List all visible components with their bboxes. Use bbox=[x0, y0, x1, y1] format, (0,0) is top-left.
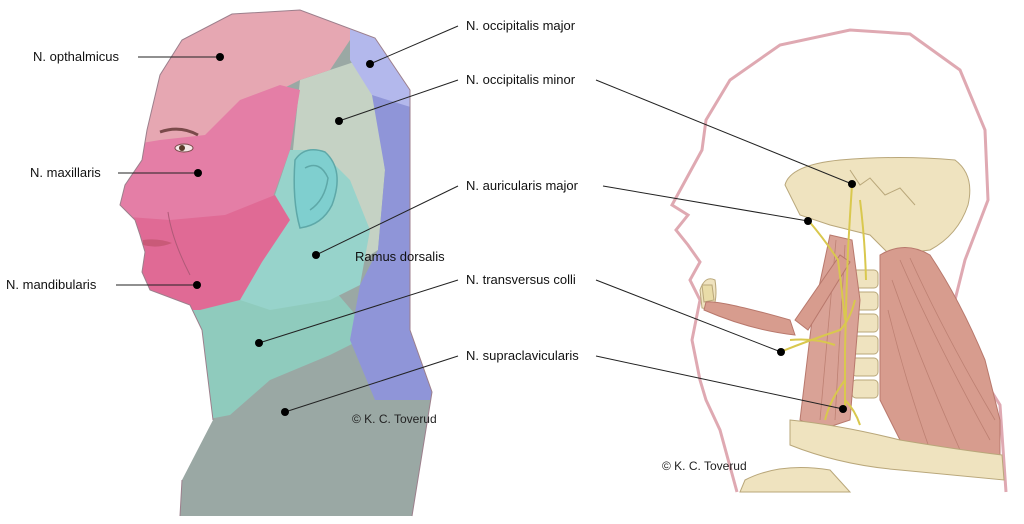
leader-occipitalis-major bbox=[369, 25, 459, 65]
dot-supraclavicularis bbox=[281, 408, 289, 416]
lips bbox=[143, 239, 172, 247]
leader-auricularis-major bbox=[315, 185, 459, 256]
dot-occipitalis-major bbox=[366, 60, 374, 68]
label-transversus-colli: N. transversus colli bbox=[466, 272, 576, 287]
copyright-right: © K. C. Toverud bbox=[662, 459, 747, 473]
anatomy-figure bbox=[670, 28, 1008, 493]
dot-mandibularis bbox=[193, 281, 201, 289]
scapula bbox=[739, 467, 852, 493]
dot-opthalmicus bbox=[216, 53, 224, 61]
left-leader-dots bbox=[193, 53, 374, 416]
cervical-plexus-nerves bbox=[779, 184, 867, 426]
label-opthalmicus: N. opthalmicus bbox=[33, 49, 119, 64]
leader-r-supraclavicularis bbox=[595, 355, 844, 410]
skull-suture bbox=[849, 169, 916, 206]
copyright-left: © K. C. Toverud bbox=[352, 412, 437, 426]
mandible-teeth bbox=[701, 284, 715, 303]
leader-r-occipitalis-minor bbox=[595, 79, 853, 185]
dot-r-transversus-colli bbox=[777, 348, 785, 356]
dot-occipitalis-minor bbox=[335, 117, 343, 125]
leader-r-auricularis-major bbox=[602, 185, 809, 222]
leader-supraclavicularis bbox=[284, 355, 459, 413]
dot-transversus-colli bbox=[255, 339, 263, 347]
label-mandibularis: N. mandibularis bbox=[6, 277, 97, 292]
skull bbox=[784, 157, 971, 256]
label-supraclavicularis: N. supraclavicularis bbox=[466, 348, 579, 363]
neck-muscle-diagonal bbox=[794, 254, 851, 331]
left-leader-lines bbox=[116, 25, 459, 413]
label-occipitalis-minor: N. occipitalis minor bbox=[466, 72, 576, 87]
leader-r-transversus-colli bbox=[595, 279, 782, 353]
label-occipitalis-major: N. occipitalis major bbox=[466, 18, 576, 33]
leader-occipitalis-minor bbox=[338, 79, 459, 122]
leader-transversus-colli bbox=[258, 279, 459, 344]
dot-auricularis-major bbox=[312, 251, 320, 259]
region-maxillaris bbox=[120, 85, 300, 225]
label-ramus-dorsalis: Ramus dorsalis bbox=[355, 249, 445, 264]
label-auricularis-major: N. auricularis major bbox=[466, 178, 578, 193]
right-leader-dots bbox=[777, 180, 856, 413]
eyebrow bbox=[159, 127, 199, 137]
dot-r-occipitalis-minor bbox=[848, 180, 856, 188]
jaw-muscle bbox=[703, 301, 796, 336]
dot-maxillaris bbox=[194, 169, 202, 177]
ear bbox=[293, 149, 338, 229]
dot-r-auricularis-major bbox=[804, 217, 812, 225]
region-mandibularis bbox=[120, 195, 290, 310]
eye-iris bbox=[179, 145, 185, 151]
nasolabial-line bbox=[167, 211, 191, 276]
region-auricularis-major bbox=[240, 150, 370, 310]
trapezius-muscle bbox=[879, 247, 1001, 471]
dot-r-supraclavicularis bbox=[839, 405, 847, 413]
ear-inner bbox=[304, 164, 329, 211]
head-outline bbox=[119, 9, 433, 517]
trapezius-striations bbox=[887, 257, 996, 451]
label-maxillaris: N. maxillaris bbox=[30, 165, 101, 180]
clavicle bbox=[789, 419, 1005, 481]
right-leader-lines bbox=[595, 79, 853, 410]
